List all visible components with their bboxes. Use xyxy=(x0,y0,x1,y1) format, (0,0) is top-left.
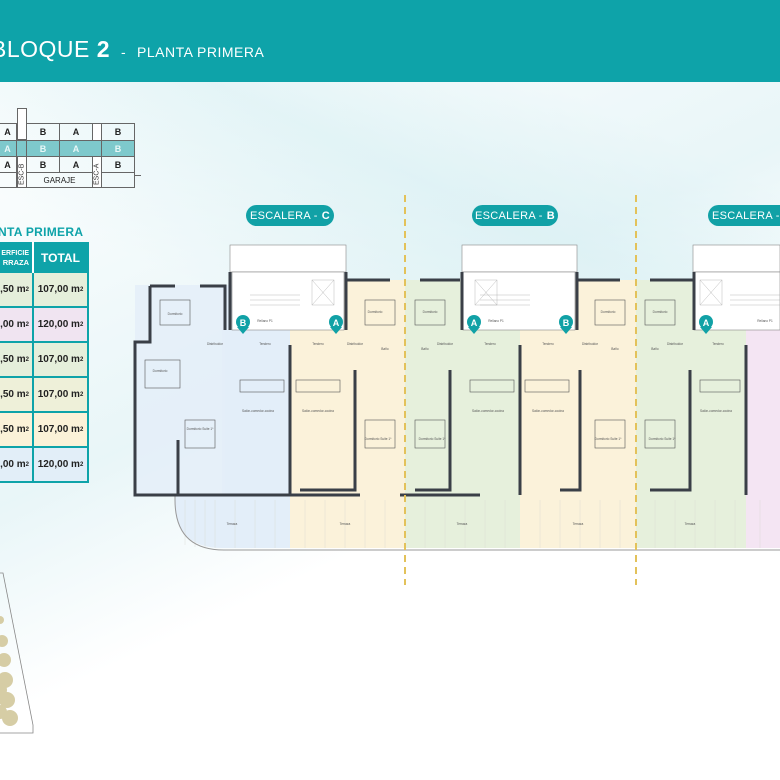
room-label: Dormitorio xyxy=(653,310,668,314)
stair-label-b: ESCALERA -B xyxy=(472,205,558,226)
room-label: Dormitorio Suite 1º xyxy=(187,427,215,431)
room-label: Dormitorio Suite 1º xyxy=(595,437,623,441)
stair-lines xyxy=(250,279,780,306)
room-label: Salón-comedor-cocina xyxy=(532,409,564,413)
room-label: Terraza xyxy=(573,522,584,526)
total-value: 120,00 m xyxy=(37,319,80,330)
room-label: Salón-comedor-cocina xyxy=(242,409,274,413)
total-value: 107,00 m xyxy=(37,354,80,365)
terrace-zone-blue xyxy=(175,495,290,548)
stair-label-a: ESCALERA -A xyxy=(708,205,780,226)
total-header: TOTAL xyxy=(41,250,80,265)
table-title: NTA PRIMERA xyxy=(0,225,84,239)
room-label: Terraza xyxy=(685,522,696,526)
stair-cores xyxy=(229,244,780,331)
room-label: Salón-comedor-cocina xyxy=(302,409,334,413)
room-label: Baño xyxy=(611,347,619,351)
total-value: 107,00 m xyxy=(37,389,80,400)
page-subtitle: PLANTA PRIMERA xyxy=(137,44,265,60)
room-label: Salón-comedor-cocina xyxy=(700,409,732,413)
room-label: Tendero xyxy=(259,342,271,346)
terrace-value: ,00 m xyxy=(0,459,26,470)
terrace-header: ERFICIE RRAZA xyxy=(0,242,34,273)
room-label: Dormitorio xyxy=(153,369,168,373)
room-label: Dormitorio Suite 1º xyxy=(649,437,677,441)
terrace-value: ,50 m xyxy=(0,354,26,365)
room-label: Baño xyxy=(421,347,429,351)
unit-divider-lines xyxy=(404,195,637,585)
svg-text:B: B xyxy=(563,318,570,328)
room-label: Distribuidor xyxy=(437,342,454,346)
room-label: Rellano P1 xyxy=(257,319,273,323)
room-label: Dormitorio xyxy=(168,312,183,316)
marker-b: B xyxy=(236,315,250,334)
marker-a: A xyxy=(467,315,481,334)
svg-text:A: A xyxy=(703,318,710,328)
terrace-header-line2: RRAZA xyxy=(2,257,29,267)
room-label: Rellano P1 xyxy=(757,319,773,323)
svg-text:B: B xyxy=(240,318,247,328)
unit-markers: B A A B A xyxy=(236,315,713,334)
svg-text:A: A xyxy=(471,318,478,328)
room-labels: Dormitorio Dormitorio Dormitorio Suite 1… xyxy=(153,310,773,526)
room-label: Dormitorio Suite 1º xyxy=(419,437,447,441)
header-bar: BLOQUE 2 - PLANTA PRIMERA xyxy=(0,0,780,82)
marker-b: B xyxy=(559,315,573,334)
stair-label-c: ESCALERA -C xyxy=(246,205,334,226)
page-title: BLOQUE 2 - PLANTA PRIMERA xyxy=(0,36,264,63)
room-label: Distribuidor xyxy=(207,342,224,346)
marker-a: A xyxy=(329,315,343,334)
terrace-edge xyxy=(174,495,780,551)
title-prefix: BLOQUE xyxy=(0,36,90,62)
walls xyxy=(133,272,748,497)
terrace-hatching xyxy=(184,500,761,548)
room-label: Dormitorio Suite 1º xyxy=(365,437,393,441)
total-value: 107,00 m xyxy=(37,284,80,295)
table-header-row: ERFICIE RRAZA TOTAL xyxy=(0,242,87,273)
total-value: 120,00 m xyxy=(37,459,80,470)
block-cell xyxy=(0,172,17,188)
room-label: Tendero xyxy=(542,342,554,346)
room-label: Baño xyxy=(651,347,659,351)
room-label: Terraza xyxy=(227,522,238,526)
room-label: Tendero xyxy=(312,342,324,346)
terrace-value: ,50 m xyxy=(0,284,26,295)
terrace-value: ,50 m xyxy=(0,389,26,400)
room-label: Rellano P1 xyxy=(488,319,504,323)
room-label: Tendero xyxy=(484,342,496,346)
furniture xyxy=(144,299,741,449)
title-separator: - xyxy=(120,44,127,60)
room-label: Terraza xyxy=(340,522,351,526)
room-label: Dormitorio xyxy=(368,310,383,314)
room-label: Dormitorio xyxy=(423,310,438,314)
room-label: Baño xyxy=(381,347,389,351)
room-label: Distribuidor xyxy=(347,342,364,346)
diagram-line xyxy=(135,175,141,176)
room-label: Distribuidor xyxy=(667,342,684,346)
terrace-value: ,00 m xyxy=(0,319,26,330)
room-label: Dormitorio xyxy=(601,310,616,314)
title-number: 2 xyxy=(96,36,111,62)
terrace-value: ,50 m xyxy=(0,424,26,435)
room-label: Salón-comedor-cocina xyxy=(472,409,504,413)
room-label: Terraza xyxy=(457,522,468,526)
total-value: 107,00 m xyxy=(37,424,80,435)
marker-a: A xyxy=(699,315,713,334)
room-label: Distribuidor xyxy=(582,342,599,346)
svg-text:A: A xyxy=(333,318,340,328)
room-label: Tendero xyxy=(712,342,724,346)
terrace-header-line1: ERFICIE xyxy=(1,249,29,257)
